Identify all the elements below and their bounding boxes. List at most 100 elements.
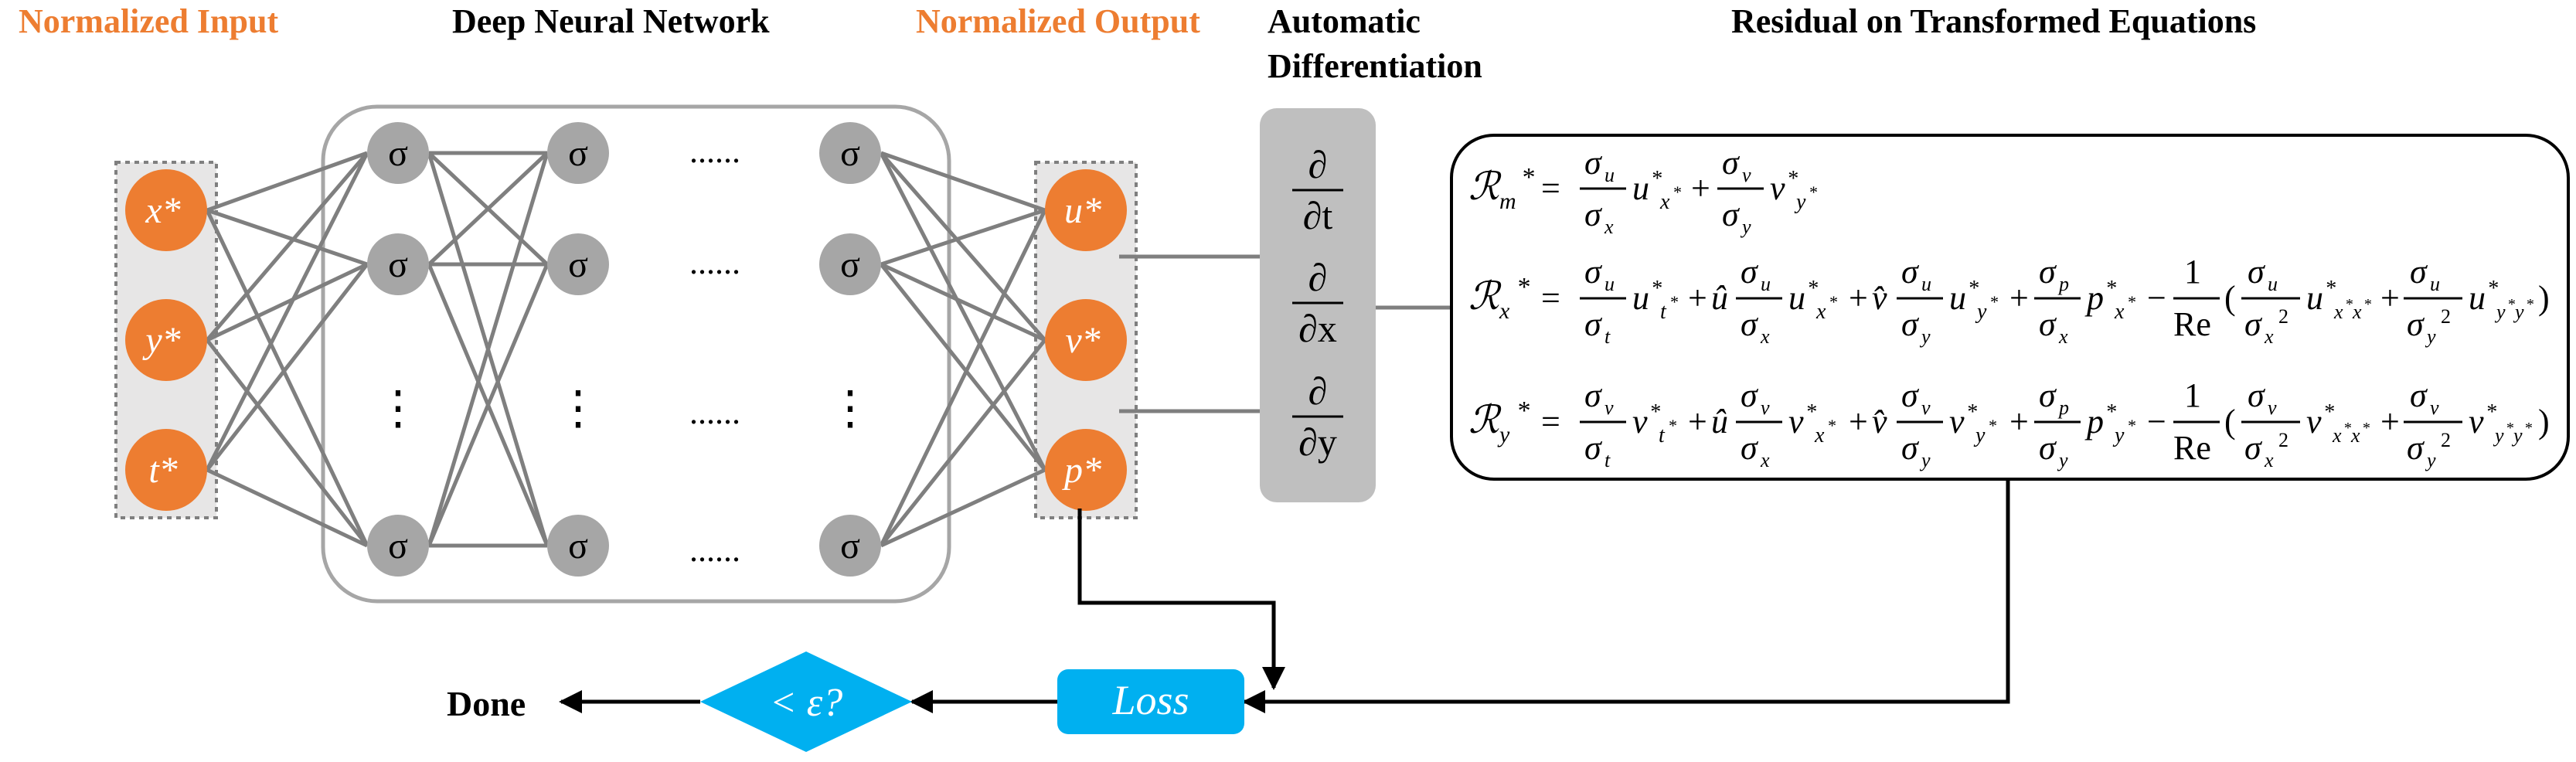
hidden-node-label: σ [568, 526, 588, 566]
output-node [1045, 169, 1127, 251]
svg-text:*: * [1805, 400, 1816, 424]
input-node-label: x* [145, 190, 180, 231]
svg-text:v̂: v̂ [1872, 403, 1887, 441]
svg-text:σ: σ [1901, 429, 1920, 467]
svg-text:*: * [1827, 416, 1836, 435]
svg-text:σ: σ [1741, 429, 1759, 467]
connection-line [206, 151, 369, 342]
svg-text:σ: σ [1584, 429, 1603, 467]
header-deep-neural-network: Deep Neural Network [452, 2, 770, 40]
svg-text:*: * [1809, 182, 1817, 202]
convergence-check-label: < ε? [770, 681, 843, 725]
svg-text:p: p [2057, 396, 2069, 419]
svg-text:σ: σ [2039, 305, 2057, 343]
input-node [125, 429, 207, 511]
done-label: Done [447, 684, 526, 723]
output-node-label: u* [1064, 190, 1101, 231]
hidden-node [547, 515, 609, 577]
svg-text:σ: σ [1901, 305, 1920, 343]
svg-text:+: + [2380, 279, 2400, 317]
derivative-denominator: ∂y [1298, 420, 1337, 464]
connection-line [205, 209, 369, 547]
svg-text:*: * [1668, 416, 1676, 435]
svg-text:(: ( [2224, 279, 2236, 317]
svg-text:): ) [2538, 403, 2550, 441]
horizontal-ellipsis: ...... [689, 132, 740, 170]
hidden-node-label: σ [568, 133, 588, 174]
svg-text:σ: σ [1584, 196, 1603, 233]
loss-box [1057, 669, 1244, 734]
svg-text:σ: σ [1901, 253, 1920, 291]
svg-text:u: u [2268, 273, 2278, 295]
hidden-node-label: σ [840, 526, 860, 566]
svg-text:u: u [1604, 273, 1615, 295]
svg-text:u: u [1632, 279, 1649, 317]
vertical-ellipsis: ⋮ [827, 383, 873, 434]
svg-text:σ: σ [2039, 429, 2057, 467]
connection-line [880, 263, 1046, 471]
equations-to-loss-arrow [1242, 479, 2010, 713]
svg-text:−: − [2147, 403, 2166, 441]
svg-text:*: * [1649, 400, 1660, 424]
output-to-loss-arrow [1077, 509, 1285, 690]
svg-text:y: y [1740, 216, 1751, 238]
connection-line [427, 264, 550, 546]
input-nodes: x*y*t* [125, 169, 207, 511]
svg-text:*: * [1651, 167, 1662, 191]
svg-text:2: 2 [2278, 429, 2288, 451]
horizontal-ellipsis: ...... [689, 393, 740, 431]
svg-text:u: u [2430, 273, 2440, 295]
svg-text:p: p [2057, 273, 2069, 295]
svg-text:*: * [2506, 420, 2513, 437]
hidden-node [547, 233, 609, 295]
connection-line [427, 151, 549, 266]
convergence-check-diamond [700, 651, 912, 752]
hidden-node-label: σ [388, 133, 408, 174]
svg-text:y: y [1794, 190, 1806, 214]
hidden-node-label: σ [388, 244, 408, 285]
svg-text:x: x [2058, 325, 2068, 348]
derivative-numerator: ∂ [1308, 256, 1328, 299]
connection-line [205, 151, 369, 471]
autodiff-box [1260, 108, 1376, 502]
derivative-operators: ∂∂t∂∂x∂∂y [1292, 143, 1343, 464]
derivative-numerator: ∂ [1308, 143, 1328, 186]
svg-text:+: + [1849, 279, 1868, 317]
svg-text:σ: σ [2410, 253, 2428, 291]
svg-text:x: x [2333, 301, 2343, 323]
svg-text:y: y [2511, 424, 2523, 447]
svg-text:*: * [2343, 420, 2351, 437]
svg-text:y: y [1497, 422, 1510, 447]
hidden-node [367, 515, 429, 577]
svg-text:t: t [1604, 449, 1611, 471]
hidden-node [819, 515, 881, 577]
input-node-label: y* [141, 320, 180, 361]
svg-text:u: u [1604, 164, 1615, 186]
svg-text:*: * [1988, 416, 1996, 435]
svg-text:y: y [1919, 325, 1931, 348]
svg-text:ℛ: ℛ [1468, 274, 1502, 318]
connection-line [206, 262, 369, 342]
connection-line [879, 209, 1047, 547]
header-automatic-differentiation-line1: Automatic [1268, 2, 1421, 40]
svg-text:u: u [1632, 169, 1649, 207]
output-nodes: u*v*p* [1045, 169, 1127, 511]
network-ellipses: ........................⋮⋮⋮ [375, 132, 873, 569]
header-normalized-input: Normalized Input [19, 2, 279, 40]
svg-text:y: y [2494, 301, 2506, 323]
svg-text:*: * [2486, 400, 2496, 424]
svg-text:x: x [1499, 298, 1510, 324]
input-node [125, 169, 207, 251]
svg-text:*: * [1516, 273, 1530, 301]
svg-text:x: x [2114, 300, 2125, 324]
svg-text:−: − [2147, 279, 2166, 317]
svg-text:v: v [2306, 403, 2322, 441]
svg-text:*: * [2105, 400, 2116, 424]
svg-text:x: x [1760, 325, 1770, 348]
svg-text:*: * [2127, 292, 2135, 311]
connection-line [880, 208, 1046, 267]
svg-text:*: * [1787, 167, 1798, 191]
svg-text:y: y [2493, 424, 2504, 447]
svg-text:y: y [2425, 449, 2436, 471]
